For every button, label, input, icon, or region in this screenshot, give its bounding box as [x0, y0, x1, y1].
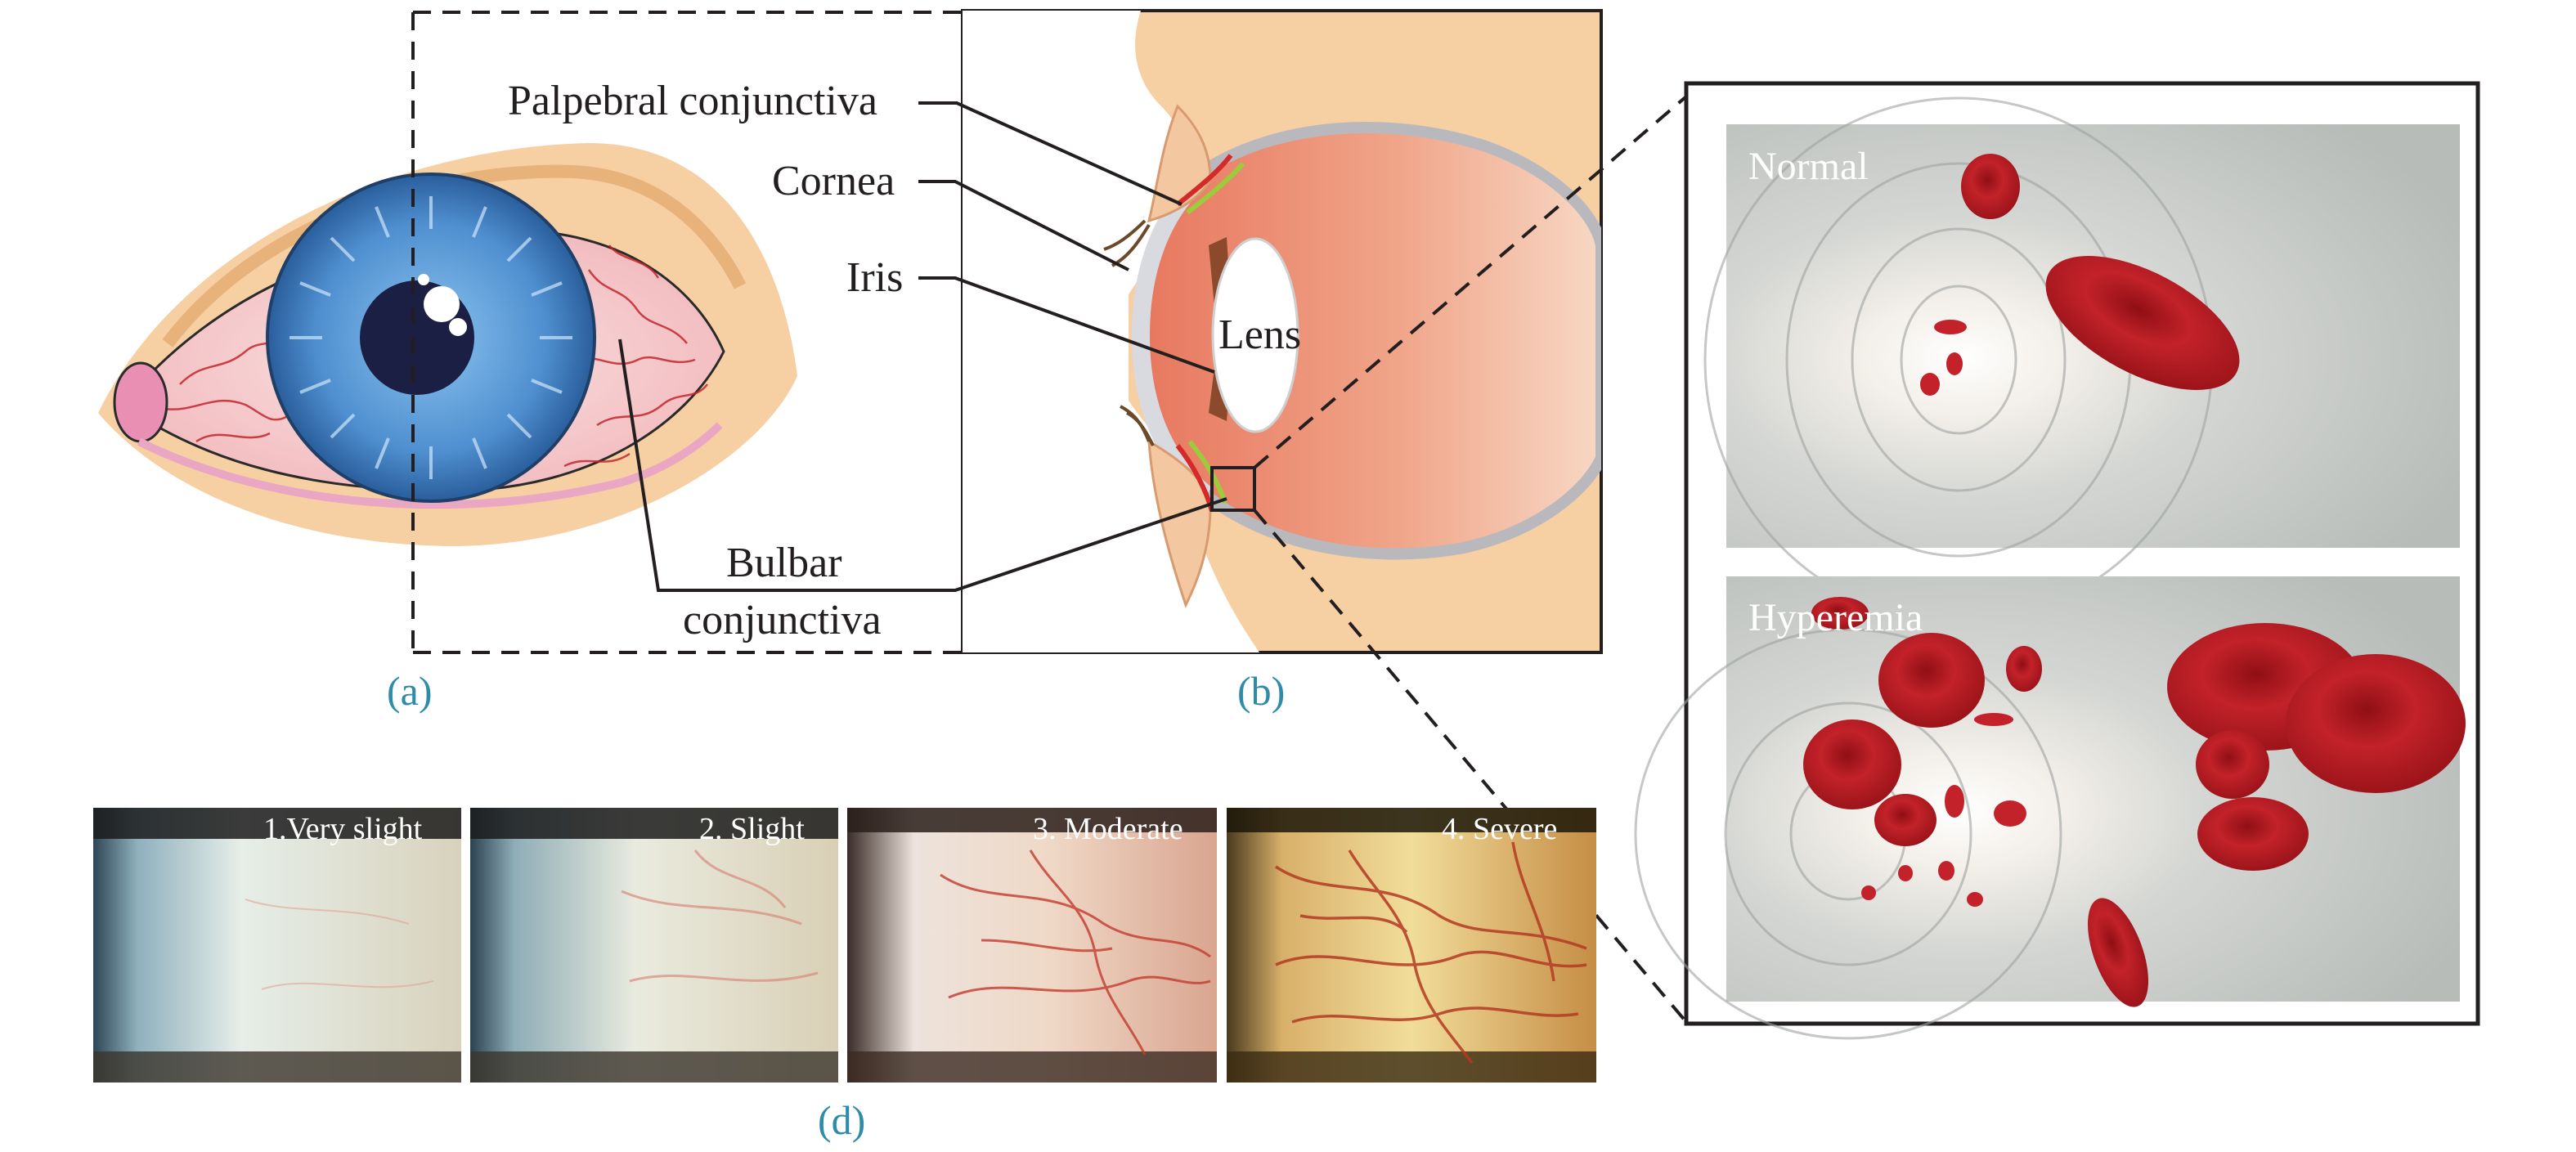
rbc: [1874, 794, 1936, 846]
rbc: [1961, 154, 2020, 219]
lower-lid-margin: [137, 422, 723, 509]
caruncle: [113, 361, 168, 443]
hyperemia-vessel-image: [1634, 576, 2466, 1040]
rbc: [1878, 633, 1985, 728]
label-cornea: Cornea: [772, 158, 895, 204]
leader-iris: [918, 276, 1215, 374]
severity-label-3: 3. Moderate: [1033, 812, 1183, 846]
rbc: [1861, 885, 1876, 900]
palpebral-conjunctiva-layer-upper: [1176, 154, 1233, 207]
severity-image-2: [470, 808, 838, 1083]
rbc: [2045, 256, 2240, 390]
label-bulbar-line1: Bulbar: [726, 540, 842, 586]
leader-bulbar: [918, 497, 1227, 592]
vessel-panel: [1634, 81, 2480, 1040]
severity-label-4: 4. Severe: [1442, 812, 1558, 846]
leader-palpebral: [918, 101, 1183, 206]
severity-label-1: 1.Very slight: [263, 812, 423, 846]
label-lens: Lens: [1218, 312, 1302, 358]
rbc: [1945, 785, 1964, 818]
panel-b-cross-section: [961, 9, 1603, 654]
rbc: [1803, 719, 1901, 809]
severity-strip: [93, 808, 1596, 1083]
rbc: [2196, 730, 2269, 799]
rbc: [1946, 352, 1963, 375]
label-hyperemia: Hyperemia: [1748, 596, 1923, 639]
rbc: [2197, 797, 2309, 871]
rbc: [1920, 373, 1940, 396]
leader-a-vessels: [618, 338, 918, 592]
leader-cornea: [918, 180, 1129, 271]
rbc: [1974, 713, 2013, 726]
rbc: [2088, 898, 2148, 1007]
severity-image-1: [93, 808, 461, 1083]
rbc: [1938, 861, 1954, 881]
eyelashes: [1103, 219, 1155, 446]
rbc: [1934, 320, 1967, 334]
severity-image-4: [1227, 808, 1596, 1083]
rbc: [1994, 800, 2026, 827]
severity-label-2: 2. Slight: [699, 812, 805, 846]
label-bulbar-line2: conjunctiva: [683, 597, 882, 643]
dashed-outline-a-b: [411, 11, 963, 654]
severity-image-3: [847, 808, 1217, 1083]
lens: [1211, 237, 1299, 433]
label-normal: Normal: [1748, 145, 1869, 188]
eye-highlight-large: [424, 286, 460, 322]
label-iris: Iris: [846, 254, 904, 301]
normal-vessel-image: [1703, 96, 2460, 623]
bulbar-conjunctiva-layer-upper: [1186, 162, 1245, 215]
rbc: [1898, 865, 1913, 881]
zoom-box: [1210, 466, 1256, 512]
panel-a-eye: [98, 143, 797, 546]
dashed-zoom-lines: [1253, 95, 1688, 1024]
rbc: [2006, 646, 2042, 692]
rbc: [2286, 654, 2466, 793]
rbc: [1967, 892, 1983, 907]
eye-highlight-dot: [418, 274, 429, 285]
panel-label-d: (d): [818, 1097, 866, 1143]
panel-label-a: (a): [387, 668, 433, 714]
eye-highlight-small: [449, 318, 467, 336]
leader-lines: [618, 101, 1227, 592]
rbc: [1811, 597, 1869, 630]
label-palpebral-conjunctiva: Palpebral conjunctiva: [508, 78, 877, 124]
iris-fibres: [289, 196, 572, 479]
upper-eyelid-fold: [162, 164, 747, 347]
panel-label-b: (b): [1237, 668, 1286, 714]
